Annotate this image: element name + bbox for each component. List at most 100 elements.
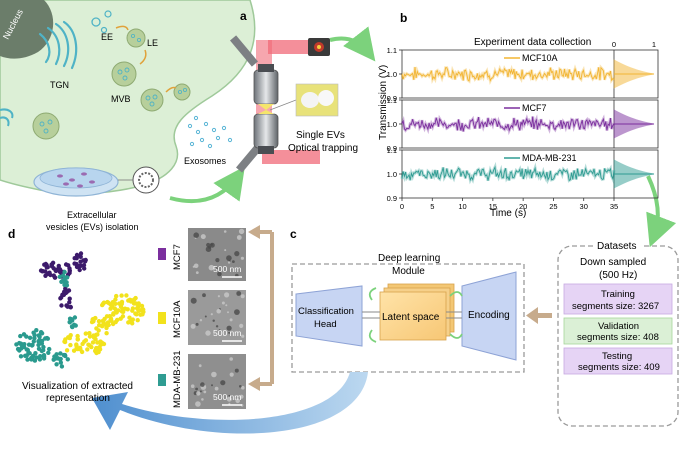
testing-label-1: Testing (602, 351, 632, 362)
tem-particle (226, 396, 232, 402)
datasets-sub2: (500 Hz) (599, 270, 637, 281)
tgn-label: TGN (50, 80, 69, 90)
cell-membrane (0, 0, 256, 195)
point-mda (47, 346, 52, 352)
point-mcf10a (131, 301, 137, 306)
point-mcf7 (81, 263, 87, 268)
point-mcf7 (56, 263, 61, 269)
point-mcf10a (95, 348, 100, 353)
point-mcf7 (67, 270, 72, 276)
point-mda (18, 333, 23, 339)
point-mcf10a (100, 302, 105, 308)
latent-label: Latent space (382, 312, 440, 323)
arrow-trap-to-data (329, 26, 376, 62)
tem-particle (225, 304, 228, 307)
point-mcf10a (77, 345, 83, 350)
tem-particle (236, 235, 242, 240)
tem-particle (239, 385, 242, 388)
top-axis-tick-label: 1 (652, 40, 656, 49)
tem-scale-mcf10a: 500 nm (213, 328, 241, 338)
point-mcf10a (136, 301, 141, 306)
point-mcf7 (77, 267, 82, 273)
early-endosome (91, 10, 112, 34)
tem-particle (228, 394, 231, 397)
point-mcf7 (67, 266, 72, 271)
datasets-sub1: Down sampled (580, 257, 646, 268)
point-mcf7 (43, 261, 48, 267)
point-mcf10a (86, 342, 91, 347)
tem-particle (198, 364, 202, 368)
dl-title-1: Deep learning (378, 253, 440, 264)
swatch-mda (158, 374, 166, 386)
exosome-dots (187, 115, 233, 149)
point-mda (72, 315, 78, 320)
tem-particle (240, 256, 244, 260)
encoding-shape (461, 271, 517, 361)
panel-letter-d: d (8, 227, 15, 241)
datasets-title: Datasets (597, 241, 636, 252)
point-mda (46, 350, 51, 355)
series-line-1 (401, 116, 615, 132)
tem-particle (201, 398, 204, 401)
point-mcf10a (135, 306, 140, 311)
point-mcf10a (95, 332, 100, 337)
training-label-2: segments size: 3267 (572, 301, 659, 312)
point-mcf10a (89, 344, 94, 350)
point-mcf10a (85, 347, 90, 352)
tem-particle (208, 264, 215, 271)
datasets-box (557, 240, 679, 427)
testing-label-2: segments size: 409 (578, 362, 660, 373)
point-mcf7 (78, 251, 84, 256)
tem-particle (215, 325, 219, 328)
point-mcf10a (74, 346, 79, 351)
tem-particle (241, 334, 245, 338)
tem-particle (199, 319, 203, 322)
point-mcf10a (105, 299, 110, 305)
point-mcf10a (119, 293, 124, 298)
panel-letter-b: b (400, 11, 407, 25)
point-mcf7 (67, 296, 72, 301)
classification-label-1: Classification (298, 306, 354, 317)
tem-particle (210, 243, 213, 246)
tem-particle (204, 315, 207, 318)
point-mcf7 (45, 265, 50, 270)
point-mcf7 (72, 256, 77, 261)
point-mcf7 (82, 266, 87, 271)
point-mda (58, 351, 63, 356)
le-label: LE (147, 38, 158, 48)
point-mda (61, 352, 67, 358)
x-tick-label: 5 (430, 202, 434, 211)
late-endosome (126, 28, 146, 48)
arrow-module-to-tem (258, 230, 274, 386)
tem-particle (205, 330, 211, 336)
point-mcf10a (114, 293, 119, 299)
point-mda (52, 354, 57, 359)
point-mcf10a (83, 331, 89, 336)
tem-particle (217, 295, 220, 298)
tem-particle (200, 234, 206, 240)
point-mcf10a (105, 320, 111, 325)
point-mcf7 (63, 262, 69, 267)
y-tick-label: 1.1 (387, 46, 397, 55)
tem-label-mda: MDA-MB-231 (172, 350, 183, 408)
point-mcf10a (68, 342, 73, 348)
tem-particle (195, 271, 199, 274)
chart-ylabel: Transmission (V) (378, 65, 389, 140)
tem-particle (241, 385, 245, 390)
point-mcf7 (74, 261, 79, 267)
point-mcf10a (119, 301, 125, 307)
point-mcf10a (90, 340, 96, 345)
point-mcf10a (134, 312, 139, 317)
tem-particle (218, 329, 221, 331)
tem-particle (238, 228, 245, 235)
tem-particle (235, 398, 240, 404)
point-mcf10a (138, 312, 143, 317)
point-mcf10a (90, 317, 96, 322)
point-mcf10a (64, 348, 70, 353)
arrow-data-to-datasets (646, 175, 677, 248)
tem-particle (229, 357, 233, 361)
tem-particle (190, 297, 197, 304)
point-mda (18, 341, 24, 346)
